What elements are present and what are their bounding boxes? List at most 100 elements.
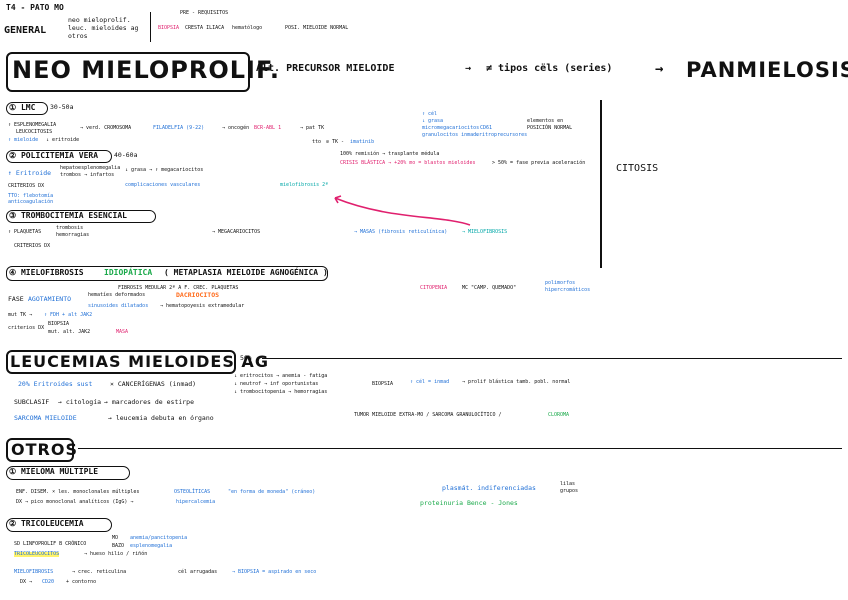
lmc-l4: ↓ eritroide <box>46 137 80 143</box>
mm-lilas: lilas <box>560 481 576 487</box>
otros-title: OTROS <box>11 440 78 459</box>
te-plaquetas: ↑ PLAQUETAS <box>8 229 42 235</box>
tri-espleno: esplenomegalia <box>130 543 173 549</box>
lmc-oncogen: → oncogén <box>222 125 250 131</box>
citosis-label: CITOSIS <box>616 163 659 174</box>
tri-hueso: → hueso hilio / riñón <box>84 551 148 557</box>
pv-age: 40-60a <box>114 151 138 159</box>
mi-fibrosis: FIBROSIS MEDULAR 2ª A F. CREC. PLAQUETAS <box>118 285 239 291</box>
te-masas: → MASAS (fibrosis reticulínica) <box>354 229 448 235</box>
lmc-cromosoma: → verd. CROMOSOMA <box>80 125 132 131</box>
lmc-bcr: BCR-ABL 1 <box>254 125 282 131</box>
mm-hiperc: hipercalcemia <box>176 499 216 505</box>
neo-arrow-2: → <box>655 61 664 77</box>
te-trombosis: trombosis <box>56 225 84 231</box>
cresta-label: CRESTA ILIACA <box>185 25 225 31</box>
pink-curve-arrow <box>334 195 471 226</box>
lma-marcadores: → marcadores de estirpe <box>104 398 195 406</box>
lmc-fase: > 50% = fase previa aceleración <box>492 160 586 166</box>
tri-cel: cél arrugadas <box>178 569 218 575</box>
mi-polimorfos: polimorfos <box>545 280 576 286</box>
mm-label: ① MIELOMA MÚLTIPLE <box>9 467 99 476</box>
page-title: T4 - PATO MO <box>6 3 64 12</box>
mi-label: ④ MIELOFIBROSIS <box>9 268 84 277</box>
mi-citopenia: CITOPENIA <box>420 285 448 291</box>
pv-anticoag: anticoagulación <box>8 199 54 205</box>
lmc-l2: LEUCOCITOSIS <box>16 129 53 135</box>
mi-mc: MC "CAMP. QUEMADO" <box>462 285 517 291</box>
biopsia-label: BIOPSIA <box>158 25 180 31</box>
pv-criterios: CRITERIOS DX <box>8 183 45 189</box>
mm-box <box>6 466 130 480</box>
lma-trombo: ↓ trombocitopenia → hemorragias <box>234 389 328 395</box>
lmc-label: ① LMC <box>9 103 36 112</box>
lmc-l3: ↑ mieloide <box>8 137 39 143</box>
lmc-tto: tto <box>312 139 322 145</box>
mm-dx: DX → pico monoclonal analíticos (IgG) → <box>16 499 134 505</box>
neo-arrow-1: → <box>465 63 472 74</box>
mi-idiopatica: IDIOPÁTICA <box>104 268 153 277</box>
lmc-remision: 100% remisión → trasplante médula <box>340 151 440 157</box>
lma-eritro: ↓ eritrocitos → anemia - fatiga <box>234 373 328 379</box>
tri-mielo: MIELOFIBROSIS <box>14 569 54 575</box>
mm-enf: ENF. DISEM. × les. monoclonales múltiple… <box>16 489 140 495</box>
mi-sinusoides: sinusoides dilatados <box>88 303 149 309</box>
tri-biopsia: → BIOPSIA = aspirado en seco <box>232 569 317 575</box>
lmc-itk: ⊘ TK - <box>326 139 345 145</box>
tri-box <box>6 518 112 532</box>
tri-dx: DX → <box>20 579 33 585</box>
lmc-tk: → pat TK <box>300 125 325 131</box>
te-label: ③ TROMBOCITEMIA ESENCIAL <box>9 211 127 220</box>
mm-bence: proteinuria Bence - Jones <box>420 499 518 507</box>
header-brace <box>150 12 152 42</box>
lma-cloroma: CLOROMA <box>548 412 570 418</box>
lma-debuta: → leucemia debuta en órgano <box>108 414 214 422</box>
lmc-posicion: POSICIÓN NORMAL <box>527 125 573 131</box>
lma-box <box>6 350 236 374</box>
mi-jak: ↑ FDH + alt JAK2 <box>44 312 93 318</box>
te-hemorragias: hemorragias <box>56 232 90 238</box>
lma-neutro: ↓ neutrof → inf oportunistas <box>234 381 319 387</box>
tri-bazo: BAZO <box>112 543 125 549</box>
pv-grasa: ↓ grasa → ↑ megacariocitos <box>125 167 204 173</box>
mi-biopsia: BIOPSIA <box>48 321 70 327</box>
neo-alt: Alt. PRECURSOR MIELOIDE <box>256 63 395 74</box>
mi-fase: FASE <box>8 295 24 303</box>
lmc-eritro: eritroprecursores <box>476 132 528 138</box>
posi-label: POSI. MIELOIDE NORMAL <box>285 25 349 31</box>
tri-crec: → crec. reticulina <box>72 569 127 575</box>
lmc-l1: ↑ ESPLENOMEGALIA <box>8 122 57 128</box>
mi-masa: MASA <box>116 329 129 335</box>
mi-hemato: → hematopoyesis extramedular <box>160 303 245 309</box>
lma-age: 50a <box>240 354 252 362</box>
pv-eritroide: ↑ Eritroide <box>8 169 52 177</box>
citosis-brace <box>600 100 602 268</box>
tri-contorno: + contorno <box>66 579 97 585</box>
lmc-filadelfia: FILADELFIA (9-22) <box>153 125 205 131</box>
prerequisitos: PRE - REQUISITOS <box>180 10 229 16</box>
hematologo-label: hematólogo <box>232 25 263 31</box>
neo-title: NEO MIELOPROLIF. <box>12 56 280 84</box>
lma-canc: × CANCERÍGENAS (inmad) <box>110 380 197 388</box>
lma-citologia: → citología <box>58 398 102 406</box>
general-item-1: neo mieloprolif. <box>68 16 131 24</box>
mm-osteoliticas: OSTEOLÍTICAS <box>174 489 211 495</box>
lmc-granulo: granulocitos inmad. <box>422 132 480 138</box>
mi-hematies: hematíes deformados <box>88 292 146 298</box>
mi-dacriocitos: DACRIOCITOS <box>176 291 220 299</box>
otros-rule <box>78 448 842 450</box>
te-criterios: CRITERIOS DX <box>14 243 51 249</box>
mi-mut2: mut. alt. JAK2 <box>48 329 91 335</box>
lmc-elementos: elementos en <box>527 118 564 124</box>
lma-p20: 20% Eritroides sust <box>18 380 93 388</box>
pv-label: ② POLICITEMIA VERA <box>9 151 99 160</box>
lma-title: LEUCEMIAS MIELOIDES AG <box>10 352 269 371</box>
tri-cd20: CD20 <box>42 579 55 585</box>
mi-hipercromaticos: hipercromáticos <box>545 287 591 293</box>
mi-agotamiento: AGOTAMIENTO <box>28 295 72 303</box>
pv-tto: TTO: flebotomía <box>8 193 54 199</box>
te-box <box>6 210 156 223</box>
tri-sd: SD LINFOPROLIF B CRÓNICO <box>14 541 87 547</box>
te-mielofibrosis: → MIELOFIBROSIS <box>462 229 508 235</box>
tri-trico: TRICOLEUCOCITOS <box>14 551 60 557</box>
